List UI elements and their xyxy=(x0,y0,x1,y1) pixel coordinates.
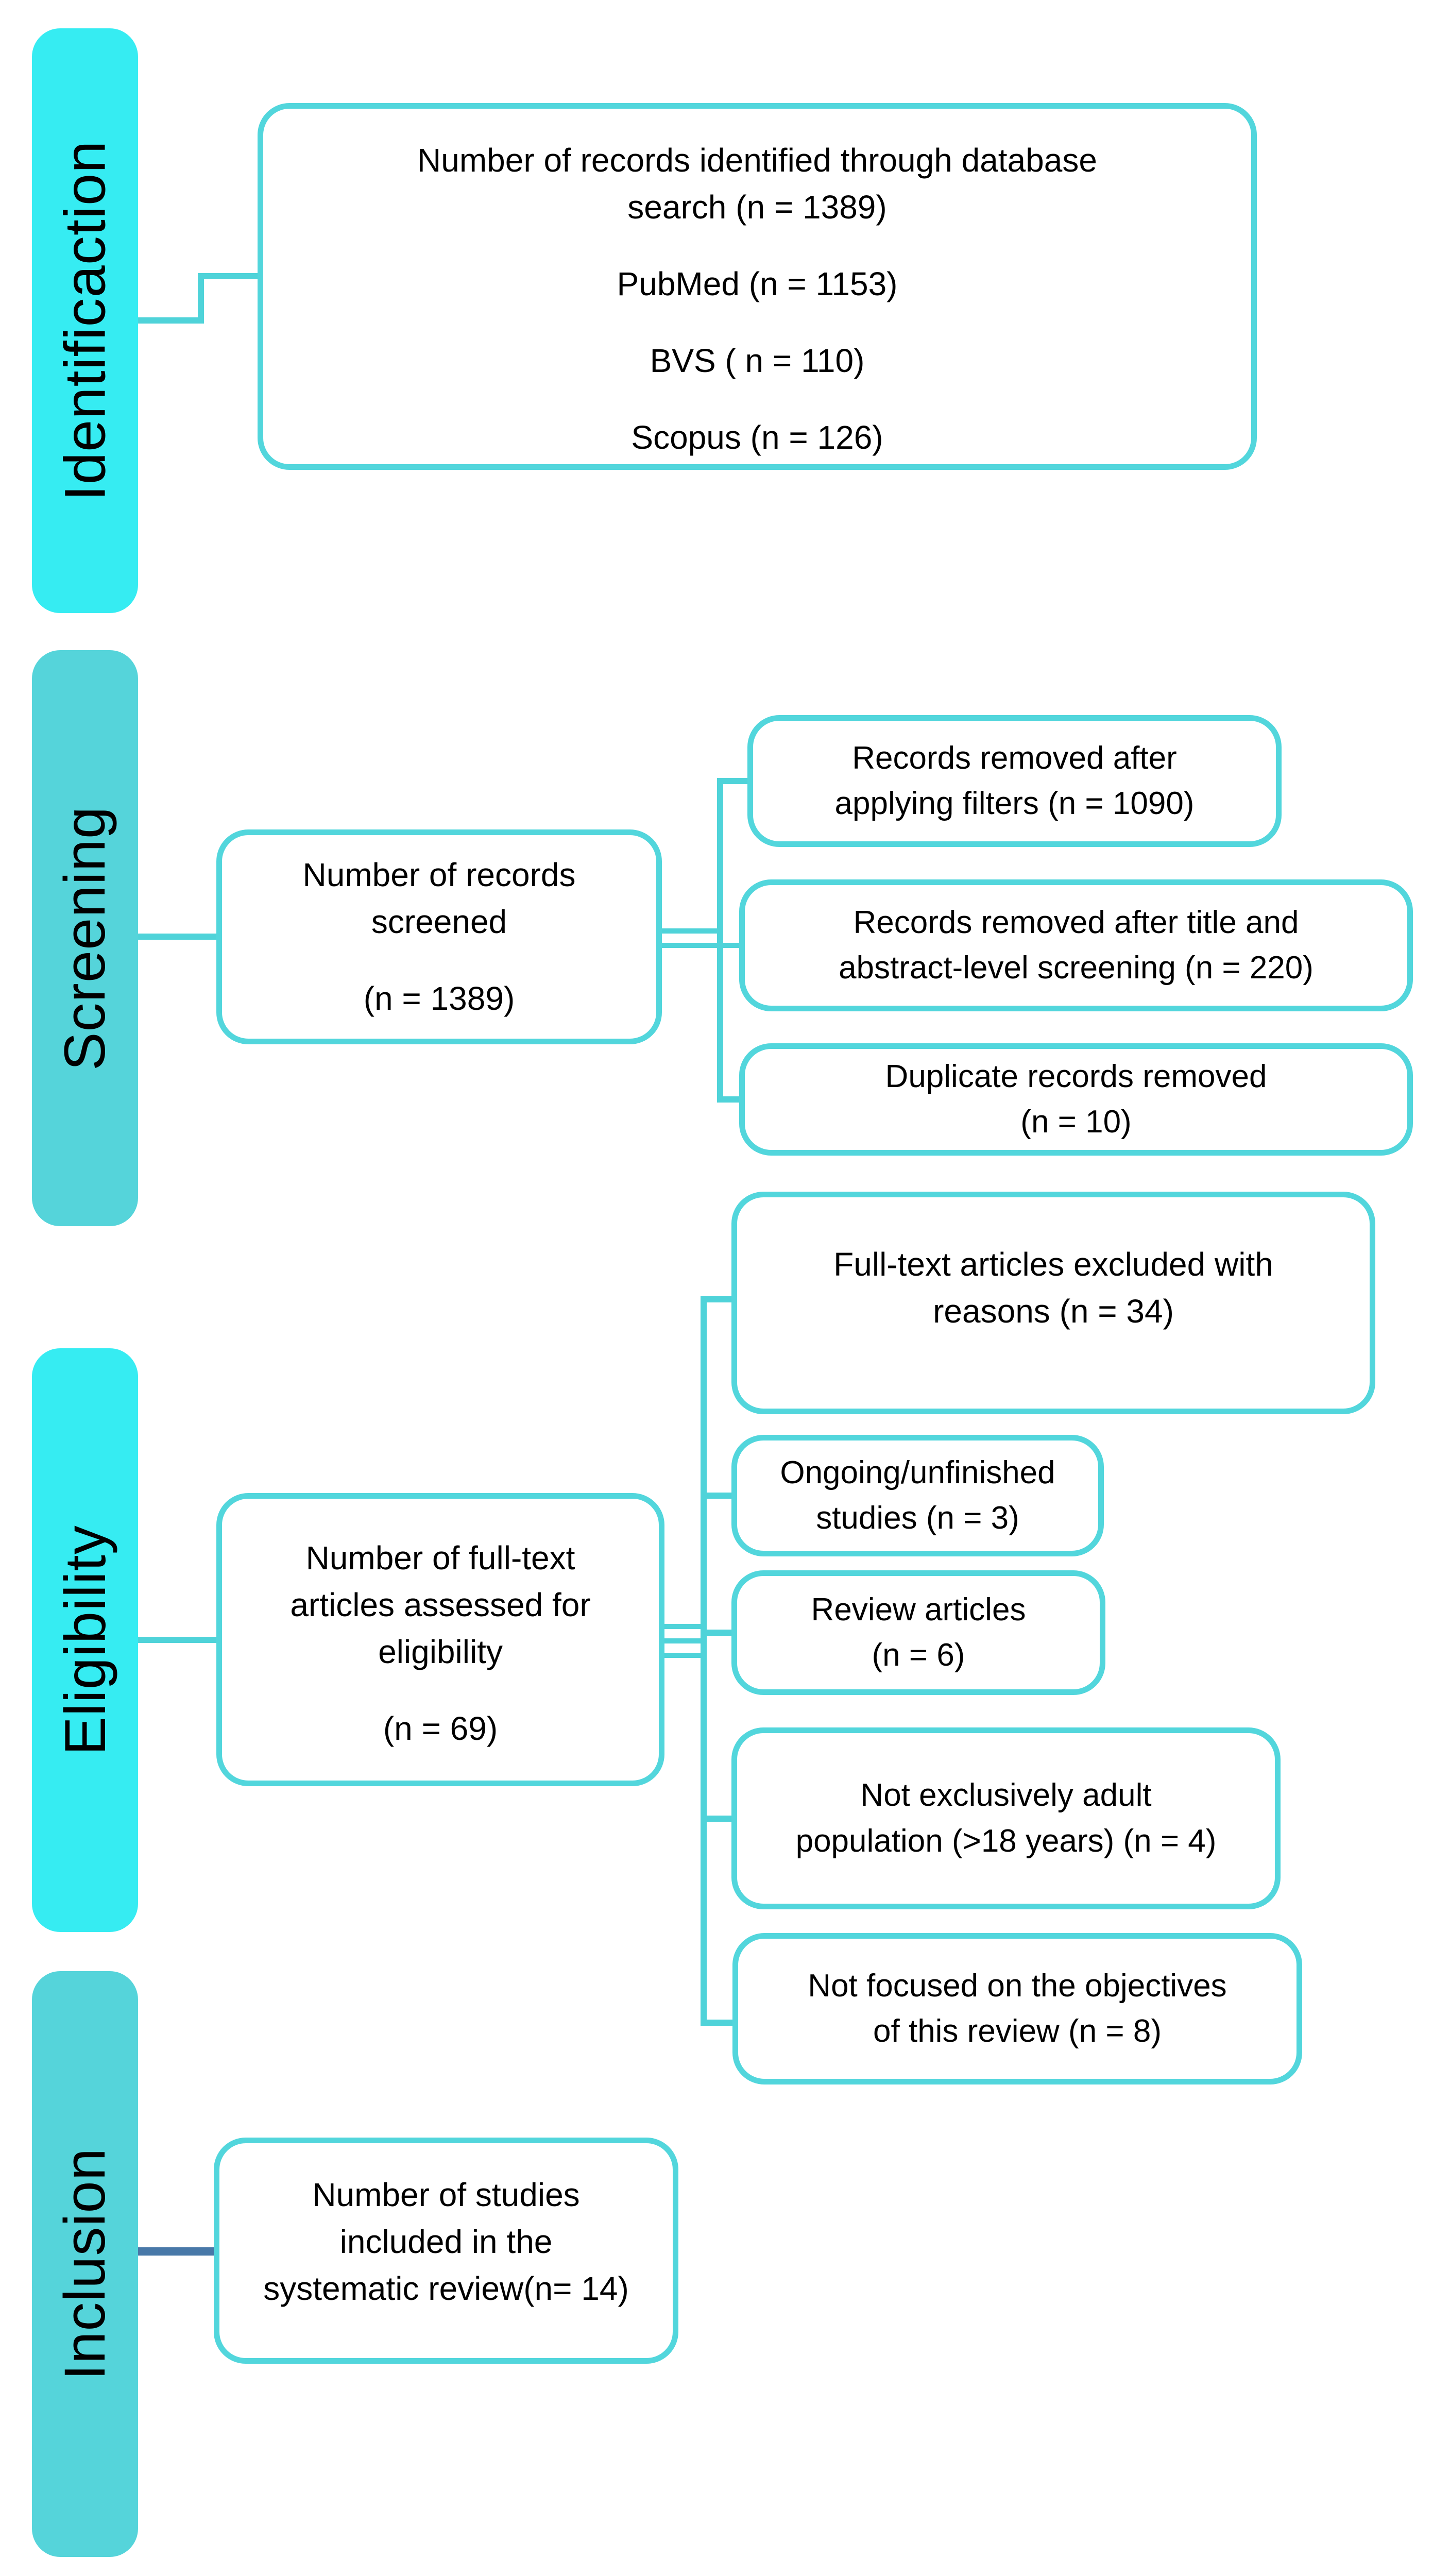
connector-assessed-triple-line-2 xyxy=(664,1638,707,1643)
box-fulltext-excluded-line-2: reasons (n = 34) xyxy=(933,1292,1174,1330)
box-records-identified-line-2: search (n = 1389) xyxy=(627,188,887,226)
connector-stub-not-focused xyxy=(704,2020,732,2026)
box-review-articles: Review articles (n = 6) xyxy=(731,1570,1105,1695)
box-fulltext-assessed: Number of full-text articles assessed fo… xyxy=(216,1493,664,1786)
box-duplicates-removed-line-1: Duplicate records removed xyxy=(885,1058,1267,1094)
box-fulltext-assessed-line-1: Number of full-text xyxy=(305,1539,575,1577)
stage-label-screening: Screening xyxy=(53,806,117,1071)
box-records-screened-line-2: screened xyxy=(371,903,507,941)
stage-label-eligibility: Eligibility xyxy=(53,1525,117,1755)
box-fulltext-excluded-line-1: Full-text articles excluded with xyxy=(833,1246,1273,1283)
box-not-adult: Not exclusively adult population (>18 ye… xyxy=(731,1727,1281,1909)
box-records-identified: Number of records identified through dat… xyxy=(258,103,1257,470)
box-title-abstract-removed: Records removed after title and abstract… xyxy=(739,879,1413,1011)
stage-label-inclusion: Inclusion xyxy=(53,2147,117,2381)
box-studies-included: Number of studies included in the system… xyxy=(214,2138,678,2364)
box-not-adult-line-1: Not exclusively adult xyxy=(860,1777,1152,1814)
connector-stub-review-articles xyxy=(704,1630,731,1636)
connector-screening-band-stub xyxy=(138,934,216,940)
stage-band-inclusion: Inclusion xyxy=(32,1971,138,2557)
box-ongoing-unfinished-line-2: studies (n = 3) xyxy=(816,1500,1019,1536)
connector-eligibility-band-stub xyxy=(138,1637,216,1643)
stage-band-identification: Identificaction xyxy=(32,28,138,613)
connector-screened-double-line-1 xyxy=(662,928,721,934)
box-review-articles-line-1: Review articles xyxy=(811,1591,1026,1628)
box-records-identified-pubmed: PubMed (n = 1153) xyxy=(617,265,898,302)
box-records-screened: Number of records screened (n = 1389) xyxy=(216,829,662,1044)
box-studies-included-line-2: included in the xyxy=(339,2223,553,2260)
box-studies-included-line-1: Number of studies xyxy=(312,2176,580,2213)
box-records-identified-line-1: Number of records identified through dat… xyxy=(417,142,1097,179)
connector-stub-duplicates xyxy=(717,1096,739,1103)
box-title-abstract-removed-line-1: Records removed after title and xyxy=(853,904,1299,940)
connector-stub-title-abstract xyxy=(720,943,739,948)
box-filters-removed: Records removed after applying filters (… xyxy=(747,715,1282,847)
connector-stub-not-adult xyxy=(704,1816,731,1822)
connector-screened-double-line-2 xyxy=(662,943,721,948)
box-not-focused: Not focused on the objectives of this re… xyxy=(732,1933,1302,2084)
connector-eligibility-bracket-v xyxy=(701,1296,707,2026)
box-ongoing-unfinished-line-1: Ongoing/unfinished xyxy=(780,1454,1055,1490)
box-not-focused-line-2: of this review (n = 8) xyxy=(873,2013,1162,2049)
box-records-identified-scopus: Scopus (n = 126) xyxy=(631,418,883,456)
box-duplicates-removed: Duplicate records removed (n = 10) xyxy=(739,1043,1413,1156)
box-records-identified-bvs: BVS ( n = 110) xyxy=(650,342,865,379)
box-filters-removed-line-1: Records removed after xyxy=(852,740,1177,776)
box-not-adult-line-2: population (>18 years) (n = 4) xyxy=(795,1823,1217,1859)
box-fulltext-assessed-count: (n = 69) xyxy=(383,1709,498,1747)
connector-screening-bracket-v xyxy=(717,778,723,1103)
stage-label-identification: Identificaction xyxy=(53,140,117,501)
box-fulltext-assessed-line-2: articles assessed for xyxy=(290,1586,591,1623)
connector-identification-elbow-h1 xyxy=(138,317,203,324)
box-ongoing-unfinished: Ongoing/unfinished studies (n = 3) xyxy=(731,1435,1104,1556)
connector-identification-elbow-v xyxy=(198,273,204,324)
connector-identification-elbow-h2 xyxy=(198,273,260,279)
box-title-abstract-removed-line-2: abstract-level screening (n = 220) xyxy=(839,950,1313,986)
stage-band-screening: Screening xyxy=(32,650,138,1226)
box-not-focused-line-1: Not focused on the objectives xyxy=(808,1968,1227,2004)
box-fulltext-excluded: Full-text articles excluded with reasons… xyxy=(731,1192,1375,1414)
box-filters-removed-line-2: applying filters (n = 1090) xyxy=(834,786,1195,821)
box-fulltext-assessed-line-3: eligibility xyxy=(378,1633,503,1670)
connector-stub-ongoing xyxy=(704,1493,731,1499)
connector-stub-fulltext-excluded xyxy=(704,1296,731,1302)
box-duplicates-removed-line-2: (n = 10) xyxy=(1020,1104,1132,1140)
stage-band-eligibility: Eligibility xyxy=(32,1348,138,1932)
connector-assessed-triple-line-3 xyxy=(664,1653,707,1658)
connector-inclusion-band-stub xyxy=(138,2247,214,2256)
box-studies-included-line-3: systematic review(n= 14) xyxy=(263,2269,629,2307)
connector-assessed-triple-line-1 xyxy=(664,1624,707,1629)
box-review-articles-line-2: (n = 6) xyxy=(872,1637,965,1673)
box-records-screened-line-1: Number of records xyxy=(302,856,576,894)
connector-stub-filters-removed xyxy=(720,778,747,784)
box-records-screened-count: (n = 1389) xyxy=(363,979,515,1017)
